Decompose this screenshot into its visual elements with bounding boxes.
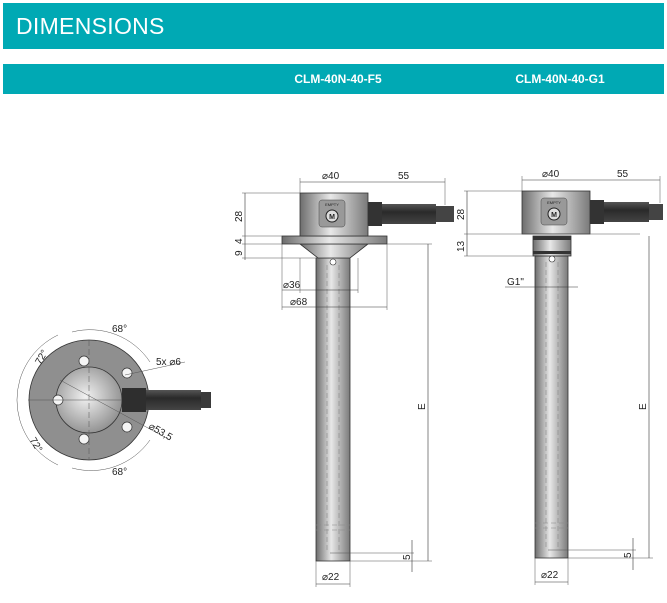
model-g1-title: CLM-40N-40-G1 — [515, 72, 605, 86]
g1-m-button: M — [551, 212, 557, 219]
g1-head-height: 28 — [456, 208, 467, 220]
g1-empty-label: EMPTY — [547, 200, 561, 205]
f5-bottom-offset: 5 — [402, 554, 413, 560]
f5-empty-label: EMPTY — [325, 202, 339, 207]
g1-bottom-offset: 5 — [623, 552, 634, 558]
dimensions-header: DIMENSIONS — [3, 3, 664, 49]
g1-thread: G1" — [507, 277, 524, 288]
f5-cable-length: 55 — [398, 171, 410, 182]
f5-cone-diameter: ⌀36 — [283, 280, 301, 291]
f5-cone-height: 9 — [234, 250, 245, 256]
f5-tube-diameter: ⌀22 — [322, 572, 340, 583]
f5-drawing: M EMPTY ⌀40 55 28 4 9 ⌀36 ⌀68 E 5 ⌀22 — [234, 171, 454, 587]
g1-nut-height: 13 — [456, 240, 467, 252]
f5-flange-thickness: 4 — [234, 238, 245, 244]
f5-head-diameter: ⌀40 — [322, 171, 340, 182]
g1-cable-length: 55 — [617, 169, 629, 180]
pcd-label: ⌀53,5 — [147, 421, 175, 443]
angle-top-label: 68° — [112, 324, 127, 335]
holes-label: 5x ⌀6 — [156, 357, 181, 368]
top-view: 68° 68° 72° 72° 5x ⌀6 ⌀53,5 — [16, 324, 211, 478]
g1-drawing: M EMPTY ⌀40 55 28 13 G1" E 5 ⌀22 — [456, 169, 663, 585]
f5-m-button: M — [329, 214, 335, 221]
angle-left-bottom-label: 72° — [27, 436, 44, 455]
model-f5-title: CLM-40N-40-F5 — [294, 72, 382, 86]
g1-head-diameter: ⌀40 — [542, 169, 560, 180]
g1-tube-diameter: ⌀22 — [541, 570, 559, 581]
page-title: DIMENSIONS — [16, 13, 165, 39]
f5-flange-diameter: ⌀68 — [290, 297, 308, 308]
f5-length-e: E — [417, 403, 428, 410]
f5-head-height: 28 — [234, 210, 245, 222]
models-header: CLM-40N-40-F5 CLM-40N-40-G1 — [3, 64, 664, 94]
angle-bottom-label: 68° — [112, 467, 127, 478]
g1-length-e: E — [638, 403, 649, 410]
